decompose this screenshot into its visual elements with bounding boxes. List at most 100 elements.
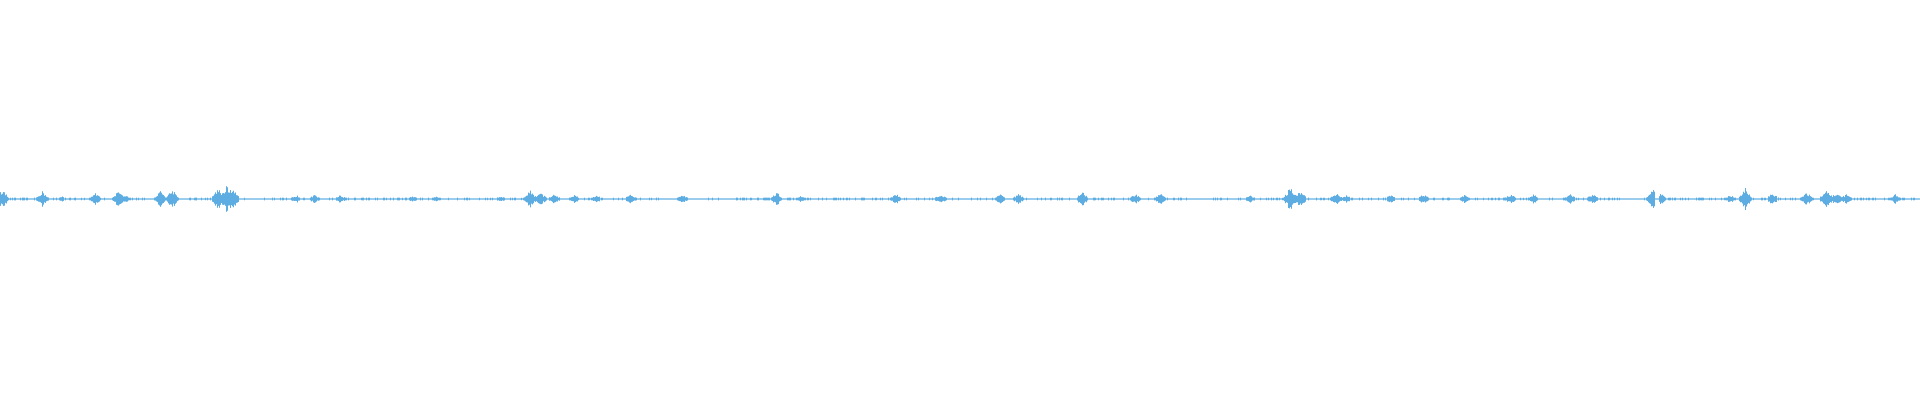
waveform-sample [524, 197, 525, 201]
waveform-sample [525, 196, 526, 202]
waveform-sample [1531, 196, 1532, 202]
waveform-sample [114, 196, 115, 202]
waveform-sample [329, 197, 330, 201]
waveform-sample [1528, 197, 1529, 201]
waveform-sample [212, 196, 213, 202]
waveform-sample [74, 197, 75, 201]
waveform-sample [93, 195, 94, 203]
waveform-sample [1301, 193, 1302, 205]
waveform-sample [1215, 197, 1216, 201]
waveform-sample [1276, 197, 1277, 201]
waveform-sample [1743, 191, 1744, 207]
waveform-sample [1811, 196, 1812, 202]
waveform-sample [1670, 197, 1671, 201]
waveform-sample [503, 197, 504, 201]
waveform-sample [1846, 194, 1847, 204]
waveform-sample [810, 197, 811, 201]
waveform-sample [1773, 195, 1774, 203]
waveform-sample [237, 195, 238, 203]
waveform-sample [1291, 189, 1292, 209]
waveform-sample [740, 197, 741, 201]
waveform-sample [572, 196, 573, 202]
waveform-sample [1739, 196, 1740, 202]
waveform-sample [1111, 197, 1112, 201]
waveform-sample [1835, 195, 1836, 203]
waveform-sample [712, 197, 713, 201]
waveform-sample [65, 197, 66, 201]
waveform-sample [405, 197, 406, 201]
waveform-sample [1130, 197, 1131, 201]
waveform-sample [1084, 195, 1085, 203]
waveform-sample [411, 197, 412, 201]
waveform-sample [899, 196, 900, 202]
waveform-sample [230, 190, 231, 208]
waveform-sample [1403, 197, 1404, 201]
waveform-sample [402, 197, 403, 201]
waveform-sample [1462, 196, 1463, 202]
waveform-sample [1534, 196, 1535, 202]
waveform-sample [1726, 197, 1727, 201]
waveform-sample [1868, 197, 1869, 201]
waveform-sample [685, 197, 686, 201]
waveform-sample [1286, 195, 1287, 203]
waveform-sample [1268, 197, 1269, 201]
waveform-sample [777, 193, 778, 205]
waveform-sample [226, 186, 227, 212]
waveform-sample [1085, 196, 1086, 202]
waveform-sample [533, 194, 534, 204]
waveform-sample [121, 194, 122, 204]
waveform-sample [521, 197, 522, 201]
waveform-sample [112, 197, 113, 201]
waveform-sample [1857, 197, 1858, 201]
waveform-sample [314, 195, 315, 203]
waveform-sample [1094, 197, 1095, 201]
waveform-sample [2, 193, 3, 205]
waveform-sample [1841, 197, 1842, 201]
waveform-sample [549, 197, 550, 201]
waveform-sample [1163, 196, 1164, 202]
waveform-sample [774, 196, 775, 202]
waveform-sample [225, 192, 226, 206]
waveform-sample [515, 197, 516, 201]
waveform-sample [1250, 195, 1251, 203]
waveform-sample [924, 197, 925, 201]
waveform-sample [1504, 197, 1505, 201]
waveform-sample [864, 197, 865, 201]
waveform-sample [939, 196, 940, 202]
waveform-sample [1271, 197, 1272, 201]
waveform-sample [1563, 197, 1564, 201]
waveform-sample [173, 194, 174, 204]
waveform-sample [552, 196, 553, 202]
waveform-sample [98, 195, 99, 203]
waveform-sample [1530, 196, 1531, 202]
waveform-sample [1740, 195, 1741, 203]
waveform-sample [1062, 197, 1063, 201]
waveform-sample [1765, 197, 1766, 201]
waveform-sample [744, 197, 745, 201]
waveform-sample [1742, 194, 1743, 204]
waveform-sample [559, 197, 560, 201]
waveform-sample [355, 197, 356, 201]
waveform-sample [532, 193, 533, 205]
waveform-sample [778, 193, 779, 205]
waveform-sample [174, 192, 175, 206]
waveform-sample [1806, 193, 1807, 205]
waveform-sample [1285, 194, 1286, 204]
waveform-sample [1780, 197, 1781, 201]
waveform-sample [1266, 197, 1267, 201]
waveform-sample [348, 197, 349, 201]
waveform-sample [551, 196, 552, 202]
waveform-sample [1174, 197, 1175, 201]
waveform-sample [1449, 197, 1450, 201]
waveform-sample [1829, 195, 1830, 203]
waveform-sample [807, 197, 808, 201]
waveform-sample [1515, 197, 1516, 201]
waveform-sample [1892, 197, 1893, 201]
waveform-sample [27, 197, 28, 201]
waveform-sample [971, 197, 972, 201]
waveform-sample [1287, 195, 1288, 203]
waveform-sample [527, 195, 528, 203]
waveform-sample [315, 195, 316, 203]
waveform-sample [780, 197, 781, 201]
waveform-sample [1330, 197, 1331, 201]
